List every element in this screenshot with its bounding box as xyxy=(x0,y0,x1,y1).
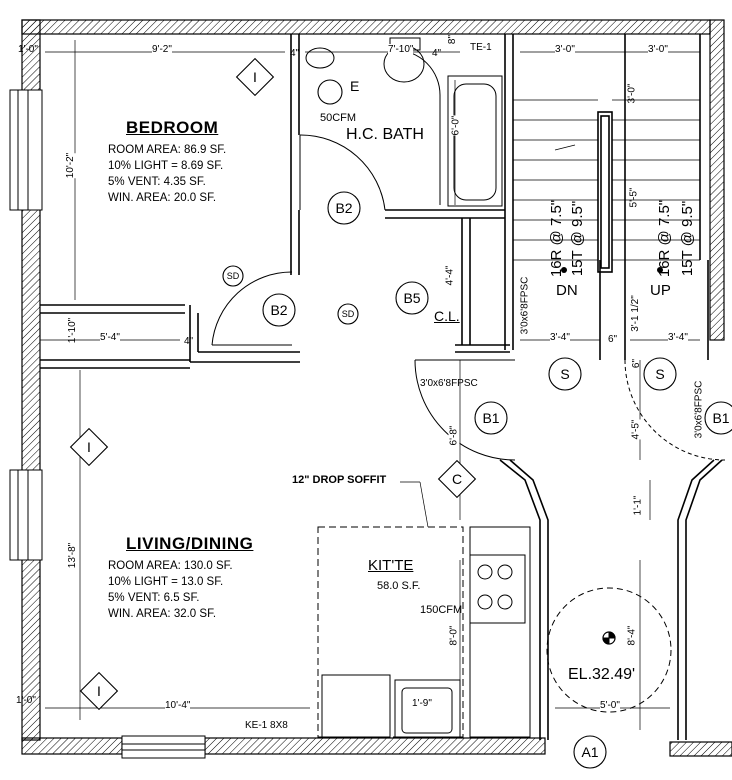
door-swings xyxy=(211,49,726,461)
tag-s-right: S xyxy=(655,366,665,382)
dim-bed-height: 10'-2" xyxy=(65,152,77,179)
stair-dn-label: DN xyxy=(556,282,578,299)
dim-stair-top: 3'-0" xyxy=(626,83,638,104)
door-3-spec: 3'0x6'8FPSC xyxy=(693,380,705,439)
dim-small-4c: 4" xyxy=(184,336,194,347)
tag-i-living: I xyxy=(87,439,91,455)
dim-closet-h: 1'-10" xyxy=(67,317,79,344)
smoke-detector-2: SD xyxy=(341,309,355,319)
dim-small-6b: 6" xyxy=(631,358,643,369)
windows xyxy=(9,89,206,759)
kitchen-fixtures xyxy=(317,526,531,738)
dim-bed-width: 9'-2" xyxy=(152,44,172,55)
tag-b2-top: B2 xyxy=(335,200,353,216)
dim-hall3: 1'-1" xyxy=(632,495,644,516)
elevation-label: EL.32.49' xyxy=(568,666,636,683)
dim-closet-width: 5'-4" xyxy=(100,332,120,343)
bedroom-light: 10% LIGHT = 8.69 SF. xyxy=(108,160,224,172)
bath-fan: 50CFM xyxy=(320,112,357,124)
bedroom-title: BEDROOM xyxy=(126,118,219,137)
dim-kitchen-small: 1'-9" xyxy=(412,698,432,709)
tag-i-lower: I xyxy=(97,683,101,699)
dim-stair-mid: 5'-5" xyxy=(628,187,640,208)
smoke-detector-1: SD xyxy=(226,271,240,281)
stair-treads xyxy=(513,99,700,261)
tag-shapes xyxy=(69,57,732,769)
dim-stair-w2: 3'-0" xyxy=(648,44,668,55)
bedroom-info: ROOM AREA: 86.9 SF. 10% LIGHT = 8.69 SF.… xyxy=(108,142,226,206)
dim-ke: KE-1 8X8 xyxy=(245,720,288,731)
dim-closet-height: 4'-4" xyxy=(444,265,456,286)
stair-up-label: UP xyxy=(650,282,671,299)
stair-up-risers: 16R @ 7.5" xyxy=(656,199,674,278)
tag-b5: B5 xyxy=(403,290,421,306)
dim-stair-gap: 3'-1 1/2" xyxy=(629,295,641,332)
dim-elevation-height: 8'-4" xyxy=(626,625,638,646)
bedroom-window: WIN. AREA: 20.0 SF. xyxy=(108,192,217,204)
dim-small-6a: 6" xyxy=(608,334,618,345)
soffit-note: 12" DROP SOFFIT xyxy=(292,474,387,486)
stair-dn-treads: 15T @ 9.5" xyxy=(569,200,587,277)
stair-dots xyxy=(561,267,663,273)
door-2-spec: 3'0x6'8FPSC xyxy=(420,378,478,389)
kitchen-area: 58.0 S.F. xyxy=(377,580,421,592)
elevation-marker xyxy=(546,587,672,713)
dim-te: TE-1 xyxy=(470,42,492,53)
living-info: ROOM AREA: 130.0 SF. 10% LIGHT = 13.0 SF… xyxy=(108,558,233,622)
kitchen-title: KIT'TE xyxy=(368,557,414,574)
tag-s-left: S xyxy=(560,366,570,382)
bedroom-vent: 5% VENT: 4.35 SF. xyxy=(108,176,206,188)
closet-title: C.L. xyxy=(434,308,460,324)
dim-bath-width: 7'-10" xyxy=(388,44,414,55)
dim-living-width: 10'-4" xyxy=(165,700,191,711)
dim-living-height: 13'-8" xyxy=(67,542,79,569)
tag-b1-left: B1 xyxy=(482,410,500,426)
living-window: WIN. AREA: 32.0 SF. xyxy=(108,608,217,620)
dim-elevation-width: 5'-0" xyxy=(600,700,620,711)
tag-b1-right: B1 xyxy=(712,410,730,426)
dim-left-1-0: 1'-0" xyxy=(18,44,38,55)
dim-hall2-height: 4'-5" xyxy=(630,419,642,440)
living-vent: 5% VENT: 6.5 SF. xyxy=(108,592,200,604)
dim-small-4a: 4" xyxy=(290,48,300,59)
dim-hall-height: 6'-8" xyxy=(448,425,460,446)
tag-i-bedroom: I xyxy=(253,69,257,85)
dim-stair-w1: 3'-0" xyxy=(555,44,575,55)
stair-dn-risers: 16R @ 7.5" xyxy=(548,199,566,278)
dim-small-8: 8" xyxy=(447,34,459,45)
bath-title: H.C. BATH xyxy=(346,126,424,143)
dim-left-1-0b: 1'-0" xyxy=(16,695,36,706)
living-title: LIVING/DINING xyxy=(126,534,254,553)
bedroom-area: ROOM AREA: 86.9 SF. xyxy=(108,144,227,156)
tag-a1: A1 xyxy=(581,744,599,760)
living-area: ROOM AREA: 130.0 SF. xyxy=(108,560,233,572)
dim-bath-height: 6'-0" xyxy=(450,115,462,136)
exhaust-e-label: E xyxy=(350,78,360,94)
dim-landing-1: 3'-4" xyxy=(550,332,570,343)
stair-up-treads: 15T @ 9.5" xyxy=(679,200,697,277)
dim-small-4b: 4" xyxy=(432,48,442,59)
kitchen-fan: 150CFM xyxy=(420,604,463,616)
tag-b2-mid: B2 xyxy=(270,302,288,318)
dim-landing-2: 3'-4" xyxy=(668,332,688,343)
interior-walls xyxy=(40,34,723,740)
tag-c: C xyxy=(451,471,463,487)
door-1-spec: 3'0x6'8FPSC xyxy=(519,276,531,335)
living-light: 10% LIGHT = 13.0 SF. xyxy=(108,576,224,588)
dim-kitchen-height: 8'-0" xyxy=(448,625,460,646)
